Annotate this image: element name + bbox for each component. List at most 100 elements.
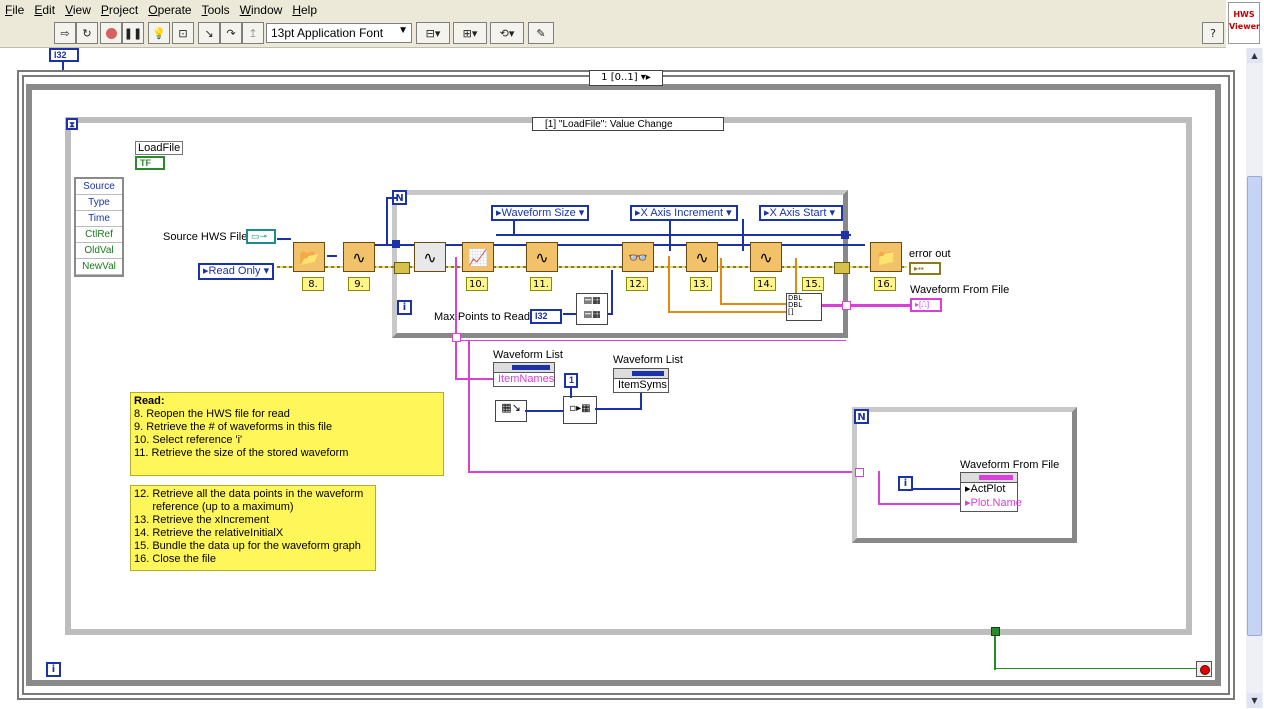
step-out-icon[interactable]: ↥ <box>242 22 264 44</box>
select-reference-icon[interactable]: ∿ <box>414 242 446 272</box>
waveform-graph-terminal[interactable]: ▸[⎍] <box>910 298 942 312</box>
x-axis-increment-property[interactable]: ▸X Axis Increment ▾ <box>630 205 738 221</box>
loop-count-terminal-2[interactable]: N <box>854 409 869 424</box>
loop-iteration-terminal-2: i <box>898 476 913 491</box>
close-file-icon[interactable]: 📁 <box>870 242 902 272</box>
note-line: Read: <box>134 395 165 407</box>
event-data-ctlref[interactable]: CtlRef <box>76 227 122 243</box>
wire <box>913 488 960 490</box>
error-out-indicator[interactable]: ▸▪▪ <box>909 262 941 275</box>
highlight-execution-icon[interactable]: 💡 <box>148 22 170 44</box>
get-waveform-size-icon[interactable]: 📈 <box>462 242 494 272</box>
vertical-scrollbar[interactable]: ▲ ▼ <box>1246 48 1263 708</box>
step-label: 12. <box>626 277 648 291</box>
scroll-up-icon[interactable]: ▲ <box>1247 48 1262 63</box>
scroll-down-icon[interactable]: ▼ <box>1247 693 1262 708</box>
constant-one[interactable]: 1 <box>564 373 578 388</box>
tunnel <box>855 468 864 477</box>
event-data-time[interactable]: Time <box>76 211 122 227</box>
waveform-list-label-2: Waveform List <box>613 354 683 366</box>
align-objects-icon[interactable]: ⊟▾ <box>416 22 450 44</box>
actplot-property[interactable]: ▸ActPlot <box>965 483 1006 495</box>
abort-icon[interactable] <box>100 22 122 44</box>
waveform-list-label: Waveform List <box>493 349 563 361</box>
scroll-thumb[interactable] <box>1247 176 1262 636</box>
menu-view[interactable]: View <box>65 3 91 17</box>
waveform-list-property-node-2[interactable]: ItemSyms <box>613 368 669 393</box>
note-line: 11. Retrieve the size of the stored wave… <box>134 447 349 459</box>
menu-window[interactable]: Window <box>239 3 283 17</box>
step-over-icon[interactable]: ↷ <box>220 22 242 44</box>
waveform-wire <box>455 378 495 380</box>
step-label: 15. <box>802 277 824 291</box>
item-names-property[interactable]: ItemNames <box>498 373 555 385</box>
open-file-icon[interactable]: 📂 <box>293 242 325 272</box>
read-xincrement-icon[interactable]: ∿ <box>686 242 718 272</box>
plot-name-property[interactable]: ▸Plot.Name <box>965 497 1022 509</box>
note-line: 10. Select reference 'i' <box>134 434 243 446</box>
step-label: 14. <box>754 277 776 291</box>
step-label: 8. <box>302 277 324 291</box>
item-syms-property[interactable]: ItemSyms <box>618 379 667 391</box>
waveform-size-property[interactable]: ▸Waveform Size ▾ <box>491 205 589 221</box>
for-loop-2 <box>852 407 1077 543</box>
read-only-constant[interactable]: ▸Read Only ▾ <box>198 263 274 280</box>
note-line: 8. Reopen the HWS file for read <box>134 408 290 420</box>
stop-icon[interactable] <box>1196 661 1212 677</box>
loadfile-terminal[interactable]: TF <box>135 156 165 170</box>
build-array-icon-2[interactable]: ▫▸▦ <box>563 396 597 424</box>
step-into-icon[interactable]: ↘ <box>198 22 220 44</box>
note-line: 16. Close the file <box>134 553 216 565</box>
get-waveform-count-icon[interactable]: ∿ <box>343 242 375 272</box>
font-select[interactable]: 13pt Application Font▼ <box>266 23 412 43</box>
max-points-terminal[interactable]: I32 <box>530 309 562 324</box>
tunnel <box>392 240 400 248</box>
menu-operate[interactable]: Operate <box>148 3 192 17</box>
step-label: 16. <box>874 277 896 291</box>
retain-wire-values-icon[interactable]: ⊡ <box>172 22 194 44</box>
menu-project[interactable]: Project <box>100 3 139 17</box>
read-waveform-size-icon[interactable]: ∿ <box>526 242 558 272</box>
x-axis-start-property[interactable]: ▸X Axis Start ▾ <box>759 205 843 221</box>
run-arrow-icon[interactable]: ⇨ <box>54 22 76 44</box>
event-data-source[interactable]: Source <box>76 179 122 195</box>
waveform-from-file-label: Waveform From File <box>910 284 1010 296</box>
wire <box>994 632 996 670</box>
wire <box>668 311 786 313</box>
waveform-list-property-node[interactable]: ItemNames <box>493 362 555 387</box>
sequence-selector[interactable]: 1 [0..1] ▾▸ <box>589 70 663 86</box>
wire <box>994 668 1196 669</box>
menu-edit[interactable]: Edit <box>34 3 56 17</box>
graph-property-node[interactable]: ▸ActPlot ▸Plot.Name <box>960 472 1022 512</box>
menu-tools[interactable]: Tools <box>201 3 230 17</box>
read-data-points-icon[interactable]: 👓 <box>622 242 654 272</box>
property-node-header <box>614 369 668 379</box>
menu-help[interactable]: Help <box>292 3 317 17</box>
pause-icon[interactable]: ❚❚ <box>122 22 144 44</box>
i32-terminal[interactable]: I32 <box>49 48 79 62</box>
wire <box>570 388 572 398</box>
waveform-wire <box>468 471 860 473</box>
retrieve-note: 12. Retrieve all the data points in the … <box>130 485 376 571</box>
event-data-oldval[interactable]: OldVal <box>76 243 122 259</box>
distribute-objects-icon[interactable]: ⊞▾ <box>453 22 487 44</box>
note-line: 12. Retrieve all the data points in the … <box>134 488 364 500</box>
reorder-icon[interactable]: ⟲▾ <box>490 22 524 44</box>
property-node-header <box>961 473 1017 483</box>
waveform-wire <box>878 471 880 504</box>
tunnel <box>842 301 851 310</box>
array-to-cluster-icon[interactable]: ▦↘ <box>495 400 527 422</box>
event-data-newval[interactable]: NewVal <box>76 259 122 275</box>
cleanup-diagram-icon[interactable]: ✎ <box>528 22 554 44</box>
path-terminal[interactable]: ▭⊸ <box>246 229 276 244</box>
read-initialx-icon[interactable]: ∿ <box>750 242 782 272</box>
event-data-type[interactable]: Type <box>76 195 122 211</box>
waveform-from-file-label-2: Waveform From File <box>960 459 1060 471</box>
run-continuously-icon[interactable]: ↻ <box>76 22 98 44</box>
menu-file[interactable]: File <box>5 3 25 17</box>
build-array-icon[interactable]: ▤▦▤▦ <box>576 293 608 325</box>
help-icon[interactable]: ? <box>1202 22 1224 44</box>
loop-iteration-terminal: i <box>397 300 412 315</box>
event-case-selector[interactable]: [1] "LoadFile": Value Change <box>532 117 724 131</box>
